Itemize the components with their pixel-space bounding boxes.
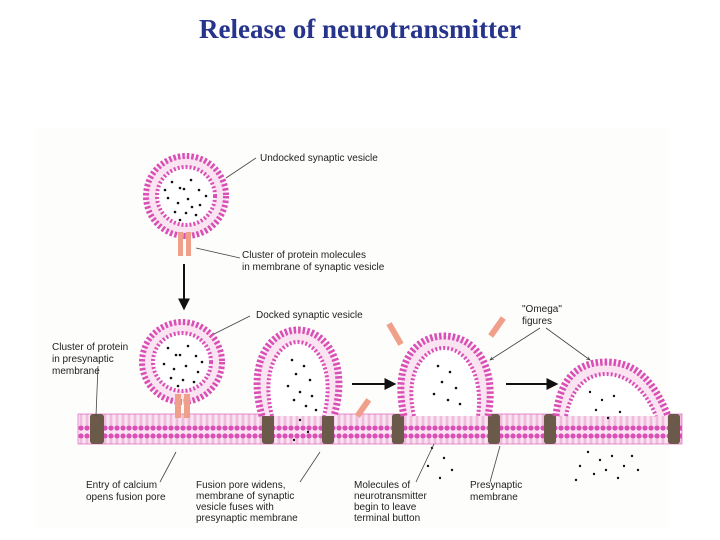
omega-figure-2 [397, 332, 494, 417]
omega-figure-3 [552, 358, 672, 418]
label-fusion-pore: Fusion pore widens, membrane of synaptic… [196, 480, 298, 524]
leader-lines [95, 157, 590, 483]
label-protein-cluster-vesicle: Cluster of protein molecules in membrane… [242, 250, 385, 273]
label-undocked: Undocked synaptic vesicle [260, 153, 378, 164]
undocked-vesicle [143, 153, 229, 256]
figure-panel [36, 128, 668, 528]
omega-figure-1 [253, 326, 343, 417]
label-molecules: Molecules of neurotransmitter begin to l… [354, 480, 430, 524]
label-calcium: Entry of calcium opens fusion pore [86, 480, 166, 503]
presynaptic-membrane [77, 413, 683, 445]
slide-title: Release of neurotransmitter [199, 14, 521, 44]
labels: Undocked synaptic vesicle Cluster of pro… [52, 153, 565, 524]
label-docked: Docked synaptic vesicle [256, 310, 363, 321]
label-protein-cluster-presynaptic: Cluster of protein in presynaptic membra… [52, 342, 131, 377]
docked-vesicle [139, 319, 225, 418]
released-neurotransmitter [292, 390, 640, 482]
label-presynaptic: Presynaptic membrane [470, 480, 525, 503]
protein-fragments [354, 316, 506, 418]
label-omega: "Omega" figures [522, 304, 565, 327]
membrane-channels [90, 414, 680, 444]
